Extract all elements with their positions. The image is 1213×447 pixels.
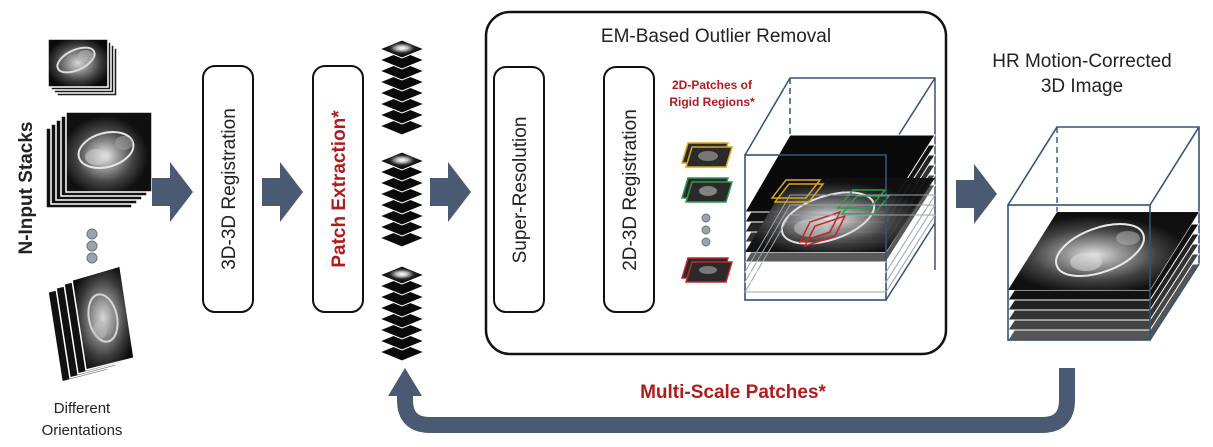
right-arrow-icon xyxy=(956,164,997,224)
right-arrow-icon xyxy=(152,162,193,222)
output-label-line1: HR Motion-Corrected xyxy=(992,51,1172,72)
super-resolution-label: Super-Resolution xyxy=(510,117,531,264)
patch-diamond xyxy=(378,39,426,59)
registration-3d3d-label: 3D-3D Registration xyxy=(219,108,240,270)
super-resolution-box xyxy=(493,66,545,313)
rigid-regions-label-line2: Rigid Regions* xyxy=(669,95,755,109)
rigid-patch-green xyxy=(680,177,734,203)
rigid-patch-red xyxy=(680,257,734,283)
rigid-patch-yellow xyxy=(680,142,734,168)
registration-3d3d-box xyxy=(202,65,254,313)
3d-volume-icon xyxy=(1007,126,1200,341)
rigid-regions-label-line1: 2D-Patches of xyxy=(672,78,753,92)
patch-diamond xyxy=(378,151,426,171)
ellipsis-dots-icon xyxy=(701,213,711,247)
orientations-label-line2: Orientations xyxy=(42,422,123,439)
input-stacks-label: N-Input Stacks xyxy=(16,121,37,254)
patch-diamond xyxy=(378,265,426,285)
right-arrow-icon xyxy=(262,162,303,222)
mri-slice-stack-icon xyxy=(45,111,153,209)
patch-extraction-box xyxy=(312,65,364,313)
right-arrow-icon xyxy=(430,162,471,222)
registration-2d3d-label: 2D-3D Registration xyxy=(620,109,641,271)
mri-slice-stack-icon xyxy=(47,265,135,383)
3d-volume-icon xyxy=(744,77,936,301)
patch-stack-icon xyxy=(378,39,426,362)
multiscale-patches-label: Multi-Scale Patches* xyxy=(640,382,826,403)
em-outlier-removal-title: EM-Based Outlier Removal xyxy=(601,26,831,47)
feedback-arrow-icon xyxy=(397,368,1075,433)
feedback-arrowhead-icon xyxy=(388,368,422,396)
orientations-label-line1: Different xyxy=(54,400,111,417)
registration-2d3d-box xyxy=(603,66,655,313)
ellipsis-dots-icon xyxy=(86,228,98,264)
output-label-line2: 3D Image xyxy=(1041,76,1123,97)
patch-extraction-label: Patch Extraction* xyxy=(329,110,350,268)
mri-slice-stack-icon xyxy=(47,38,118,97)
